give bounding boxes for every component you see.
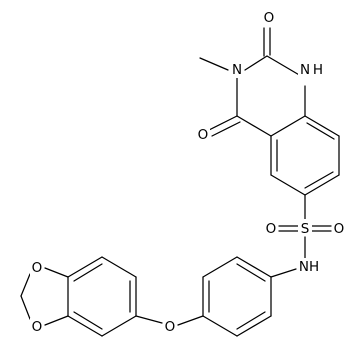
atom-o-dioxole-top: O bbox=[32, 260, 43, 276]
bond-c8-c8-double bbox=[306, 122, 335, 140]
bond-b4-o-top bbox=[44, 267, 69, 278]
bond-p2-p3 bbox=[202, 256, 238, 278]
bond-p1-p2 bbox=[236, 256, 272, 278]
atom-n-ring: N bbox=[300, 62, 310, 78]
bond-c4a-c8a bbox=[270, 115, 306, 137]
bond-p4-o bbox=[177, 315, 204, 326]
bond-ch2-o-bottom bbox=[20, 295, 31, 320]
bond-c4-o bbox=[208, 115, 238, 131]
bond-p5-p6 bbox=[236, 315, 272, 337]
bond-c4-c4a bbox=[236, 115, 272, 137]
bond-c7-c6-double bbox=[304, 171, 334, 189]
bond-p1-p2-double bbox=[236, 263, 266, 282]
bond-b3-b4-double bbox=[73, 263, 103, 282]
bond-b6-b1 bbox=[101, 315, 137, 337]
atom-o-sulfonyl-right: O bbox=[334, 221, 345, 237]
bond-n3-methyl bbox=[199, 57, 229, 71]
bond-b3-b4 bbox=[67, 256, 103, 278]
bond-b2-b3 bbox=[101, 256, 137, 278]
bond-c7-c6 bbox=[304, 174, 340, 196]
bond-c6-c5 bbox=[270, 174, 306, 196]
bond-c8a-c8 bbox=[304, 115, 340, 137]
atom-o-ether: O bbox=[165, 319, 176, 335]
atom-s: S bbox=[301, 221, 310, 237]
bond-p4-p5 bbox=[202, 315, 238, 337]
bond-c2-n1 bbox=[266, 55, 302, 77]
atom-o-carbonyl-left: O bbox=[198, 127, 209, 143]
atom-o-sulfonyl-left: O bbox=[266, 221, 277, 237]
bond-nh-c bbox=[270, 268, 297, 278]
bond-b5-b6-double bbox=[73, 311, 103, 330]
atom-labels: O N H N O S O O NH O O O bbox=[30, 9, 346, 335]
bond-c2-n3 bbox=[244, 55, 268, 71]
atom-o-dioxole-bottom: O bbox=[32, 319, 43, 335]
bond-c4-o-double bbox=[211, 121, 241, 137]
bonds bbox=[20, 27, 340, 337]
atom-nh-amide: NH bbox=[299, 259, 319, 275]
bond-o-top-ch2 bbox=[20, 273, 31, 297]
atom-h-ring: H bbox=[313, 62, 323, 78]
atom-n-methyl: N bbox=[232, 62, 242, 78]
atom-o-carbonyl-top: O bbox=[264, 10, 275, 26]
bond-p5-p6-double bbox=[236, 311, 266, 330]
bond-b5-b6 bbox=[67, 315, 103, 337]
bond-o-bottom-b5 bbox=[44, 315, 69, 326]
bond-o-benzodioxole bbox=[135, 315, 163, 324]
